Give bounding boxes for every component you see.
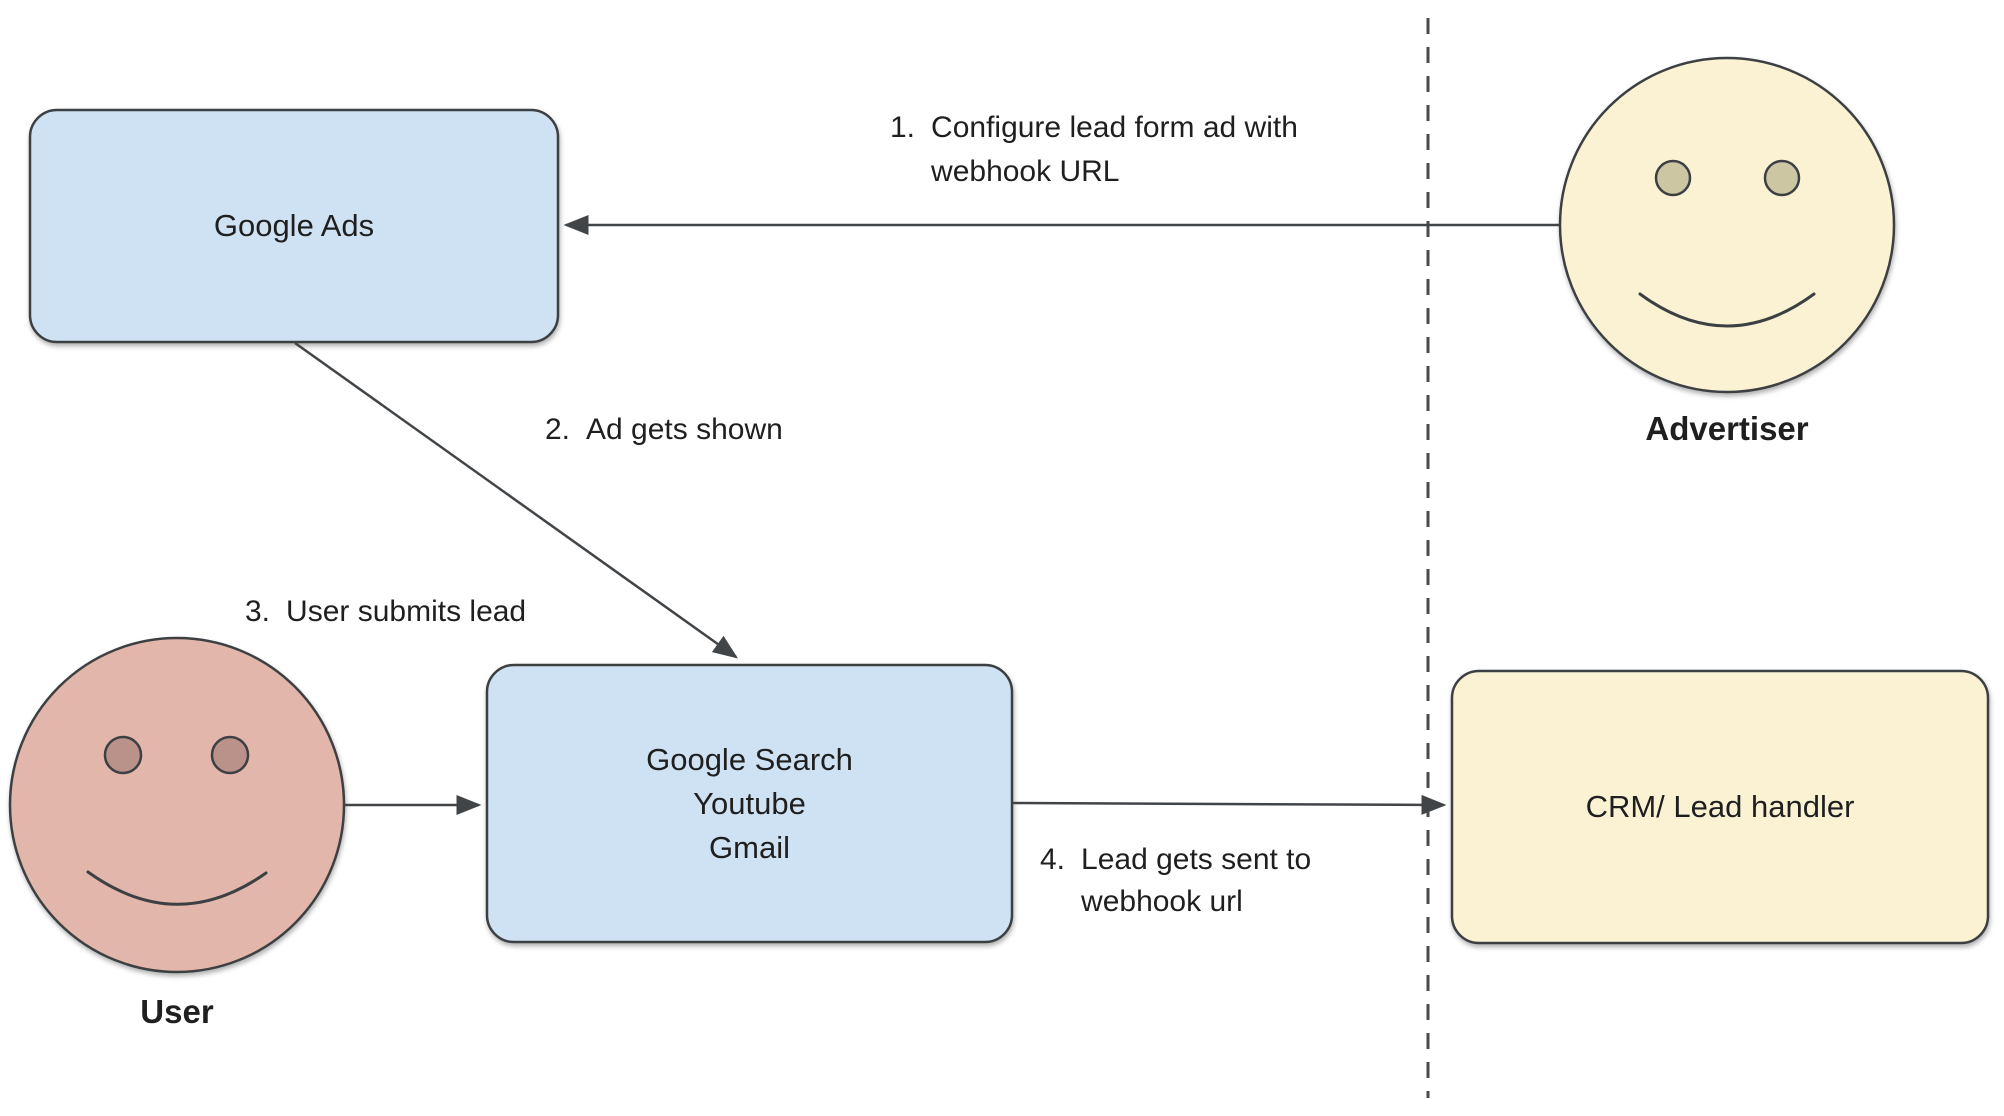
step-2-label: 2. Ad gets shown [545,408,783,452]
google-ads-label: Google Ads [213,208,375,243]
step-1-label: 1. Configure lead form ad with webhook U… [890,106,1298,194]
step-4-text-line-2: webhook url [1081,885,1243,918]
step-3-label: 3. User submits lead [245,590,526,634]
arrow-ad-gets-shown [294,341,739,659]
crm-label: CRM/ Lead handler [1585,789,1855,824]
step-1-number: 1. [890,111,916,144]
user-face-icon [8,636,346,974]
user-smile [86,870,268,906]
google-surfaces-label: Google Search Youtube Gmail [487,665,1012,942]
user-label: User [140,993,214,1030]
step-4-label: 4. Lead gets sent to webhook url [1040,839,1311,923]
step-2-number: 2. [545,413,571,446]
arrow-lead-to-webhook [1011,794,1447,815]
user-left-eye [103,735,143,775]
step-4-text-line-1: Lead gets sent to [1081,843,1312,876]
google-surfaces-line-3: Gmail [709,829,790,865]
user-face-circle [8,636,346,974]
advertiser-smile [1638,292,1816,328]
google-ads-box [28,108,560,344]
google-surfaces-line-2: Youtube [693,785,806,821]
step-1-text-line-2: webhook URL [931,155,1120,188]
advertiser-right-eye [1763,159,1801,197]
google-surfaces-line-1: Google Search [646,741,853,777]
advertiser-face-icon [1558,56,1896,394]
step-3-text: User submits lead [286,595,527,628]
crm-box [1450,669,1990,945]
advertiser-left-eye [1654,159,1692,197]
step-2-text: Ad gets shown [586,413,783,446]
advertiser-label: Advertiser [1645,410,1809,447]
step-4-number: 4. [1040,843,1066,876]
step-1-text-line-1: Configure lead form ad with [931,111,1298,144]
step-3-number: 3. [245,595,271,628]
user-right-eye [210,735,250,775]
advertiser-face-circle [1558,56,1896,394]
